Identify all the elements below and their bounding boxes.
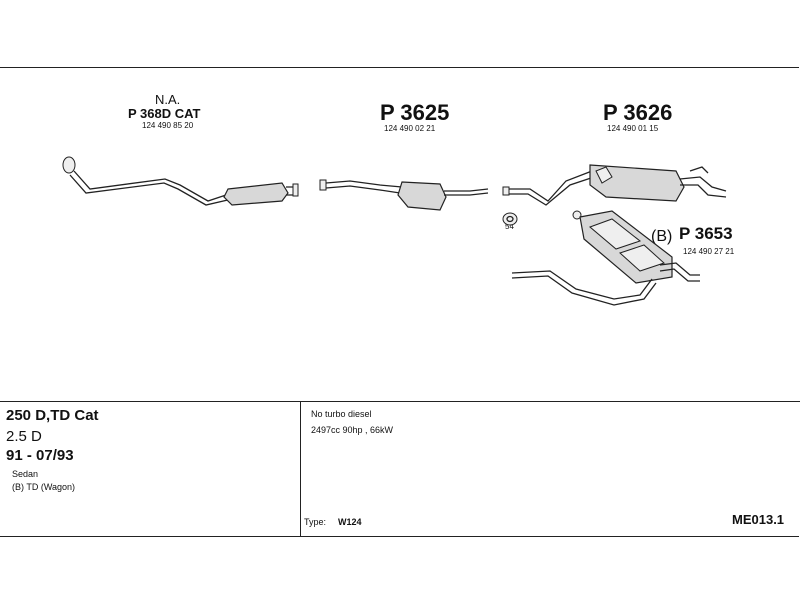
- vehicle-years: 91 - 07/93: [6, 447, 74, 464]
- part4-number: 124 490 27 21: [683, 247, 735, 256]
- horizontal-divider: [0, 401, 800, 402]
- detail-fuel: No turbo diesel: [311, 409, 372, 419]
- type-label: Type:: [304, 517, 327, 527]
- front-pipe-cat: [62, 156, 299, 206]
- part3-number: 124 490 01 15: [607, 124, 659, 133]
- part2-name: P 3625: [380, 100, 450, 125]
- vehicle-body-sedan: Sedan: [12, 469, 39, 479]
- part4-name: P 3653: [679, 224, 733, 243]
- clamp-icon: [502, 212, 518, 226]
- type-value: W124: [338, 517, 362, 527]
- catalog-code: ME013.1: [732, 512, 785, 527]
- vehicle-model: 250 D,TD Cat: [6, 407, 99, 424]
- vehicle-engine: 2.5 D: [6, 428, 42, 445]
- part3-name: P 3626: [603, 100, 673, 125]
- rear-muffler-sedan: [502, 164, 727, 206]
- detail-power: 2497cc 90hp , 66kW: [311, 425, 394, 435]
- part1-note: N.A.: [155, 92, 181, 107]
- part1-name: P 368D CAT: [128, 106, 201, 121]
- vertical-divider: [300, 401, 301, 537]
- part2-number: 124 490 02 21: [384, 124, 436, 133]
- rear-muffler-wagon: [511, 210, 700, 306]
- part1-number: 124 490 85 20: [142, 121, 194, 130]
- part4-prefix: (B): [651, 228, 673, 245]
- exhaust-diagram: [62, 156, 727, 306]
- vehicle-body-wagon: (B) TD (Wagon): [12, 482, 76, 492]
- diagram-sheet: [0, 67, 799, 537]
- center-muffler: [319, 179, 489, 211]
- clamp-number: 54: [505, 222, 514, 231]
